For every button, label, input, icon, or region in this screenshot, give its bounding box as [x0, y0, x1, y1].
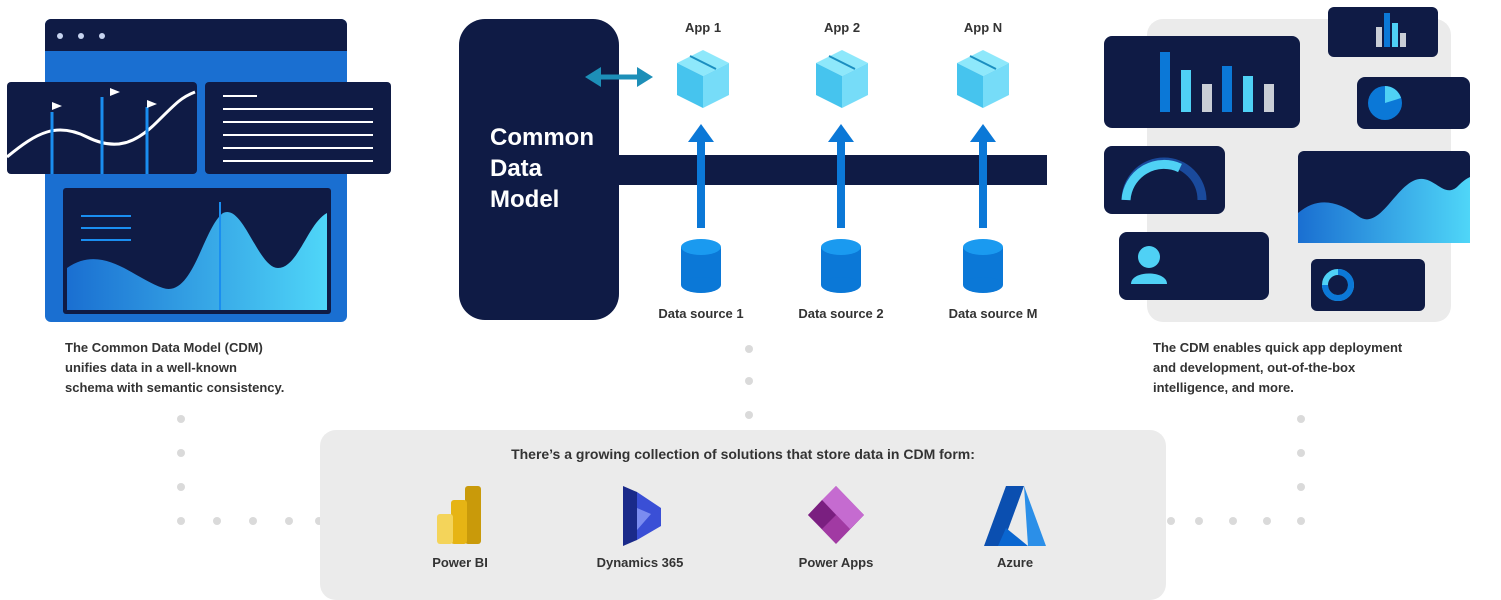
connector-dot: [745, 345, 753, 353]
connector-dot: [1297, 517, 1305, 525]
app-label: App 1: [684, 20, 722, 35]
double-arrow-icon: [585, 67, 653, 87]
connector-dot: [1297, 483, 1305, 491]
left-caption-line: schema with semantic consistency.: [65, 380, 285, 395]
connector-dot: [249, 517, 257, 525]
right-caption-line: intelligence, and more.: [1153, 380, 1294, 395]
data-source-label: Data source 2: [798, 306, 884, 321]
up-arrow-icon: [828, 124, 854, 228]
product-label-power-apps: Power Apps: [798, 555, 874, 570]
dynamics-365-icon: [623, 486, 661, 546]
window-dot-icon: [57, 33, 63, 39]
browser-titlebar: [45, 19, 347, 51]
connector-dot: [213, 517, 221, 525]
database-icon: [681, 239, 721, 293]
app-label: App N: [963, 20, 1003, 35]
data-bus: [615, 155, 1047, 185]
window-dot-icon: [78, 33, 84, 39]
window-dot-icon: [99, 33, 105, 39]
connector-dot: [177, 517, 185, 525]
left-caption-line: unifies data in a well-known: [65, 360, 237, 375]
connector-dot: [745, 377, 753, 385]
power-apps-icon: [808, 486, 864, 544]
up-arrow-icon: [970, 124, 996, 228]
connector-dot: [1195, 517, 1203, 525]
power-bi-icon: [437, 486, 481, 544]
right-caption: The CDM enables quick app deployment and…: [1153, 338, 1483, 398]
connector-dot: [315, 517, 323, 525]
right-caption-line: and development, out-of-the-box: [1153, 360, 1356, 375]
cdm-block: [459, 19, 619, 320]
right-caption-line: The CDM enables quick app deployment: [1153, 340, 1403, 355]
database-icon: [821, 239, 861, 293]
connector-dot: [745, 411, 753, 419]
cdm-title: Common Data Model: [490, 122, 594, 215]
connector-dot: [177, 483, 185, 491]
left-caption-line: The Common Data Model (CDM): [65, 340, 263, 355]
app-box-icon: [957, 50, 1009, 108]
connector-dot: [1229, 517, 1237, 525]
donut-card: [1311, 259, 1425, 311]
area-chart-card: [63, 188, 331, 314]
cdm-title-line: Model: [490, 186, 560, 213]
product-label-power-bi: Power BI: [432, 555, 488, 570]
app-box-icon: [677, 50, 729, 108]
database-icon: [963, 239, 1003, 293]
app-box-icon: [816, 50, 868, 108]
left-caption: The Common Data Model (CDM) unifies data…: [65, 338, 365, 398]
connector-dot: [285, 517, 293, 525]
area-chart-card: [1298, 151, 1470, 243]
data-source-label: Data source 1: [658, 306, 744, 321]
solutions-title: There’s a growing collection of solution…: [511, 446, 975, 462]
product-label-azure: Azure: [996, 555, 1034, 570]
connector-dot: [177, 415, 185, 423]
cdm-title-line: Data: [490, 155, 543, 182]
gauge-card: [1104, 146, 1225, 214]
line-chart-card: [7, 82, 197, 174]
up-arrow-icon: [688, 124, 714, 228]
text-card: [205, 82, 391, 174]
data-source-label: Data source M: [948, 306, 1038, 321]
connector-dot: [177, 449, 185, 457]
user-card: [1119, 232, 1269, 300]
connector-dot: [1263, 517, 1271, 525]
cdm-title-line: Common: [490, 124, 594, 151]
product-label-dynamics-365: Dynamics 365: [596, 555, 684, 570]
bar-chart-card: [1104, 36, 1300, 128]
app-label: App 2: [823, 20, 861, 35]
connector-dot: [1297, 415, 1305, 423]
mini-bar-card: [1328, 7, 1438, 57]
connector-dot: [1167, 517, 1175, 525]
azure-icon: [984, 486, 1046, 546]
pie-card: [1357, 77, 1470, 129]
connector-dot: [1297, 449, 1305, 457]
